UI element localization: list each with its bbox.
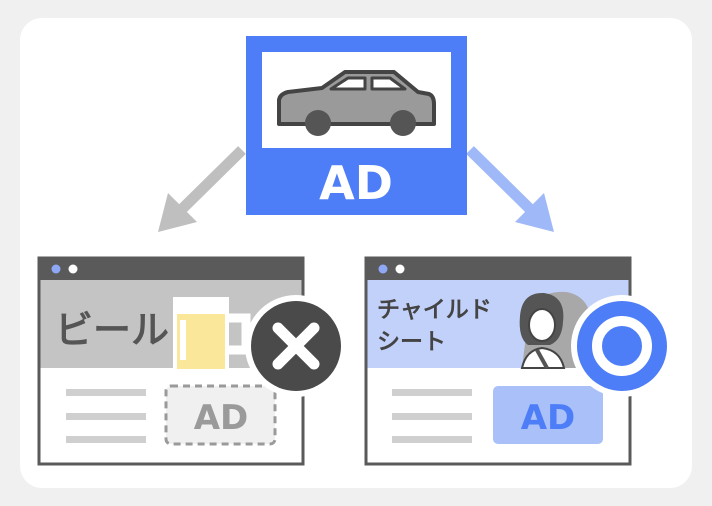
car-icon: [277, 70, 436, 136]
text-line: [66, 389, 146, 396]
right-browser-window: チャイルド シート AD: [364, 256, 673, 466]
right-banner-text-line1: チャイルド: [377, 297, 492, 323]
text-line: [66, 436, 146, 443]
text-line: [392, 389, 472, 396]
arrow-left: [158, 146, 246, 232]
left-browser-titlebar: [39, 258, 303, 280]
window-dot: [378, 264, 388, 274]
text-line: [392, 413, 472, 420]
right-banner-text-line2: シート: [377, 329, 446, 355]
left-ad-slot: [164, 384, 277, 446]
left-banner-text: ビール: [55, 308, 169, 352]
window-dot: [395, 264, 405, 274]
window-dot: [68, 264, 78, 274]
center-ad-block: AD: [246, 36, 467, 215]
window-dot: [51, 264, 61, 274]
center-ad-label: AD: [319, 156, 393, 210]
right-ad-label: AD: [521, 398, 576, 438]
right-browser-titlebar: [366, 258, 630, 280]
circle-mark-icon: [571, 295, 673, 397]
cross-mark-icon: [245, 295, 347, 397]
beer-mug-icon: [173, 297, 251, 369]
left-browser-window: ビール AD: [37, 256, 347, 466]
arrow-right: [466, 146, 554, 232]
text-line: [392, 436, 472, 443]
right-ad-slot: [493, 386, 603, 444]
left-ad-label: AD: [194, 398, 249, 438]
text-line: [66, 413, 146, 420]
